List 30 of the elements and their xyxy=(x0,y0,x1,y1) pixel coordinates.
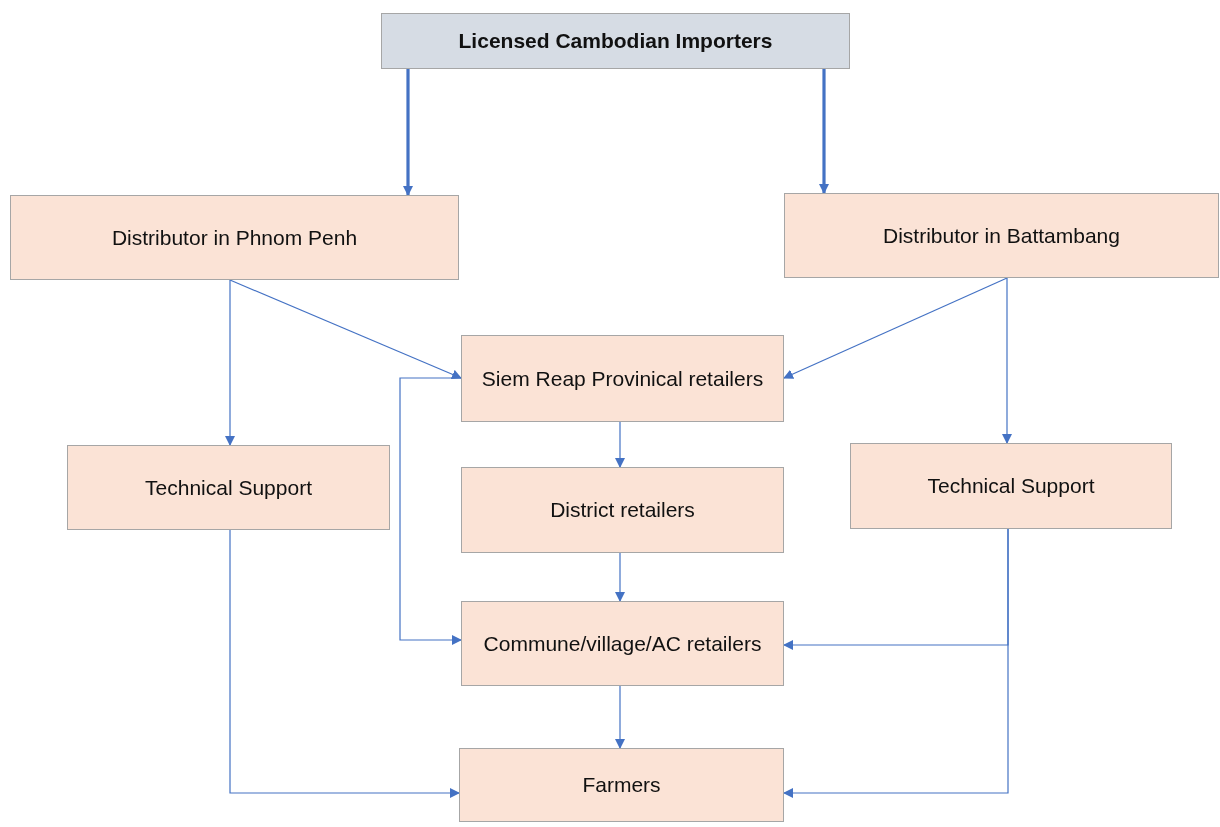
arrow xyxy=(783,528,1009,798)
arrow xyxy=(615,685,625,749)
process-box xyxy=(850,443,1172,529)
arrow xyxy=(225,279,235,446)
box-label: Distributor in Battambang xyxy=(882,222,1121,249)
process-box xyxy=(10,195,459,280)
box-label: Farmers xyxy=(581,772,662,799)
box-label: Commune/village/AC retailers xyxy=(482,630,763,657)
process-box xyxy=(461,467,784,553)
arrow xyxy=(819,69,829,194)
arrow xyxy=(1002,277,1012,444)
process-box xyxy=(459,748,784,822)
arrow xyxy=(229,279,462,380)
arrow xyxy=(229,529,460,798)
process-box xyxy=(461,335,784,422)
process-box xyxy=(381,13,850,69)
arrow xyxy=(615,421,625,468)
box-label: Technical Support xyxy=(144,474,313,501)
process-box xyxy=(461,601,784,686)
arrow xyxy=(783,277,1008,379)
box-label: Siem Reap Provinical retailers xyxy=(480,365,765,392)
arrow xyxy=(403,69,413,196)
box-label: Distributor in Phnom Penh xyxy=(110,224,359,251)
arrow xyxy=(399,377,462,645)
box-label: District retailers xyxy=(549,497,696,524)
process-box xyxy=(784,193,1219,278)
box-label: Technical Support xyxy=(926,473,1096,500)
box-label: Licensed Cambodian Importers xyxy=(457,28,774,55)
process-box xyxy=(67,445,390,530)
arrow xyxy=(615,552,625,602)
